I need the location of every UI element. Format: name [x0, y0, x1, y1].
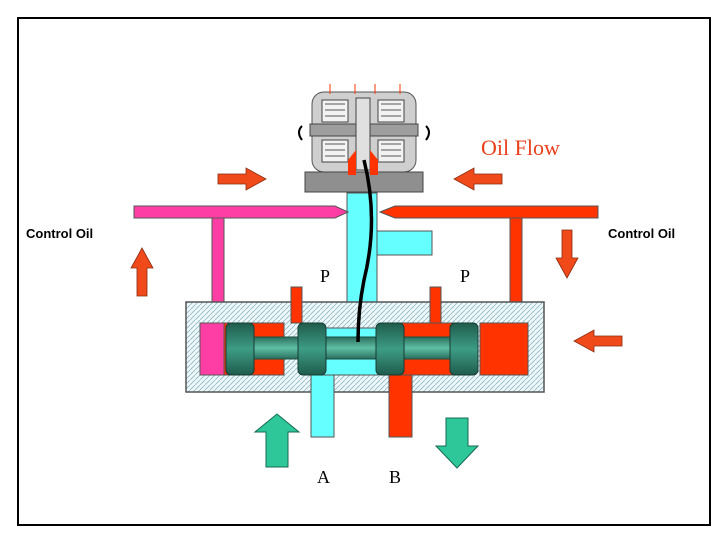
control-oil-line-right: [378, 205, 599, 324]
arrow-left-body: [573, 329, 623, 353]
feedback-wire: [356, 159, 374, 343]
frame-border: [17, 17, 711, 526]
spool: [225, 322, 479, 376]
port-a-label: A: [317, 467, 330, 487]
oil-flow-label: Oil Flow: [481, 135, 560, 160]
flow-arrows: [130, 167, 623, 469]
arrow-down-b: [434, 417, 480, 469]
control-oil-right-label: Control Oil: [608, 226, 675, 241]
port-b-label: B: [389, 467, 401, 487]
arrow-up-left: [130, 247, 154, 297]
port-p-right-label: P: [460, 266, 470, 286]
port-p-left-label: P: [320, 266, 330, 286]
control-oil-line-left: [133, 205, 350, 324]
torque-motor: [298, 84, 430, 193]
arrow-left-top-right: [453, 167, 503, 191]
control-oil-left-label: Control Oil: [26, 226, 93, 241]
arrow-down-right: [555, 229, 579, 279]
arrow-up-a: [253, 413, 301, 468]
arrow-right-top-left: [217, 167, 267, 191]
